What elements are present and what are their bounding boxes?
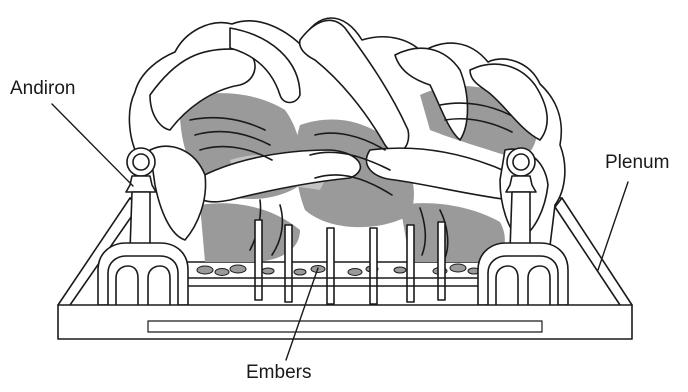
plenum-base	[58, 305, 632, 339]
andiron-label: Andiron	[10, 79, 76, 98]
log-pile	[129, 18, 564, 262]
plenum-label: Plenum	[605, 153, 669, 172]
embers-label: Embers	[246, 363, 311, 382]
andiron-leader	[52, 104, 133, 186]
plenum-leader	[598, 182, 628, 270]
